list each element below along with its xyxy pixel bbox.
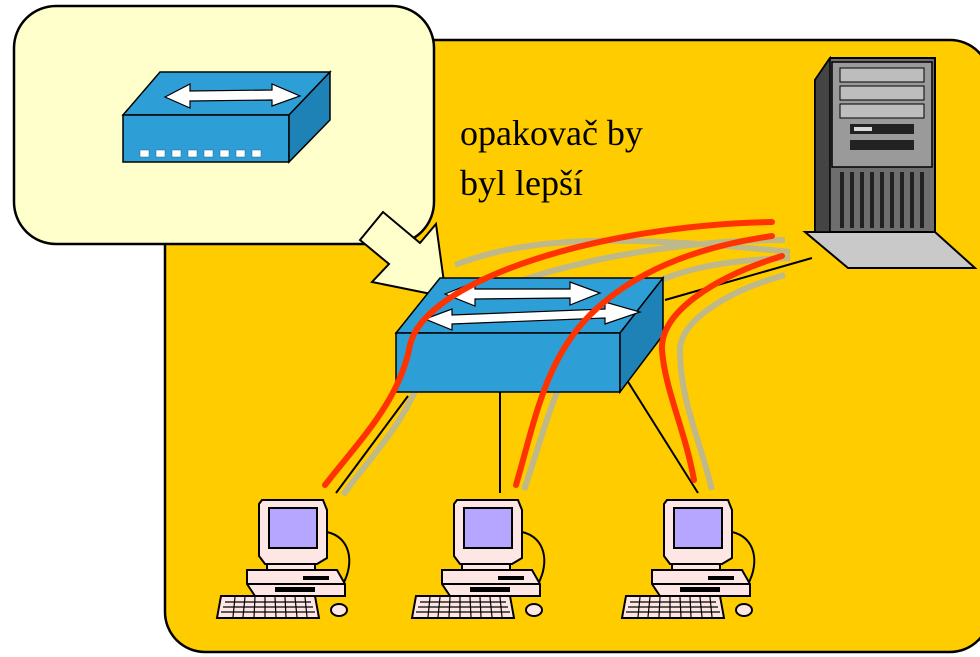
hub-icon xyxy=(121,70,332,164)
caption-line-1: opakovač by xyxy=(460,113,643,153)
connection-lines xyxy=(335,257,813,494)
caption-line-2: byl lepší xyxy=(460,163,583,203)
traffic-red-lines xyxy=(322,219,785,488)
server-icon xyxy=(802,55,978,269)
switch-icon xyxy=(394,275,665,395)
callout-arrow-icon xyxy=(358,210,448,299)
